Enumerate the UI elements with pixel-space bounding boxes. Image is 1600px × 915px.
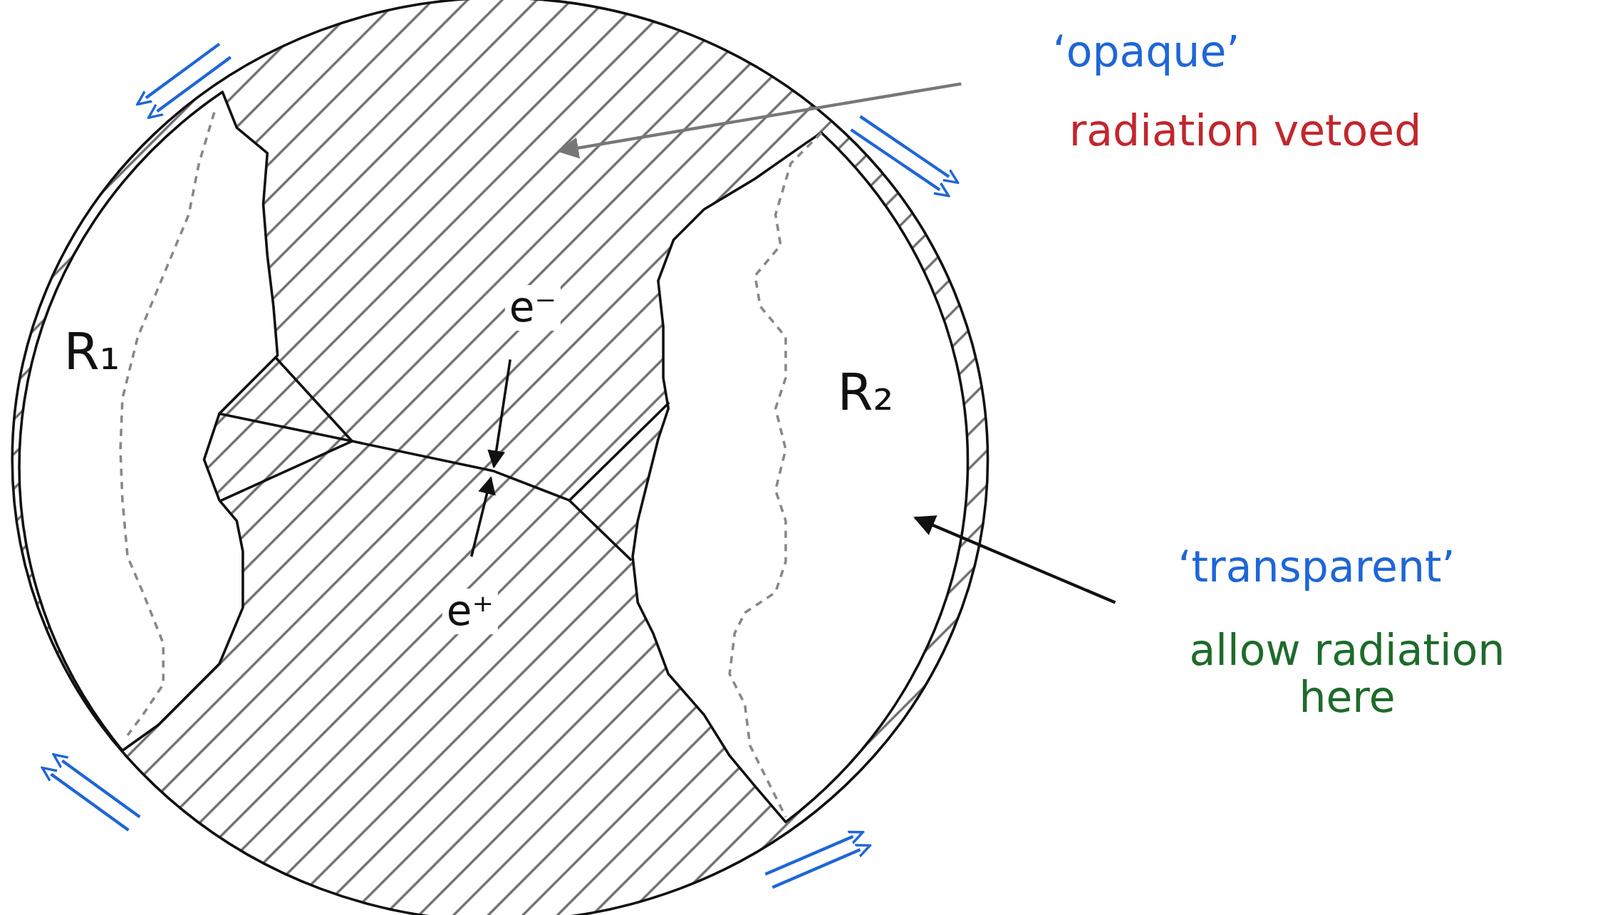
particle-label: e⁺ — [442, 588, 498, 635]
leader-line — [915, 517, 1116, 603]
region-r2 — [632, 132, 968, 822]
dashed-boundary — [120, 112, 215, 736]
particle-label: e⁻ — [505, 284, 561, 331]
callout-title: ‘opaque’ — [1052, 27, 1241, 75]
parton-lines — [219, 357, 669, 560]
positron-beam — [471, 478, 491, 557]
region-label: R₂ — [837, 364, 895, 421]
hatched-area — [12, 0, 988, 915]
callout-title: ‘transparent’ — [1177, 542, 1455, 590]
callout-note: allow radiation here — [1161, 626, 1533, 721]
leader-line — [559, 84, 961, 152]
event-sphere — [12, 0, 988, 915]
flow-arrows — [51, 44, 950, 888]
region-r1 — [19, 91, 278, 751]
callout-note: radiation vetoed — [1069, 106, 1422, 154]
region-label: R₁ — [64, 323, 121, 380]
electron-beam — [493, 359, 511, 466]
dashed-boundary — [729, 132, 822, 817]
